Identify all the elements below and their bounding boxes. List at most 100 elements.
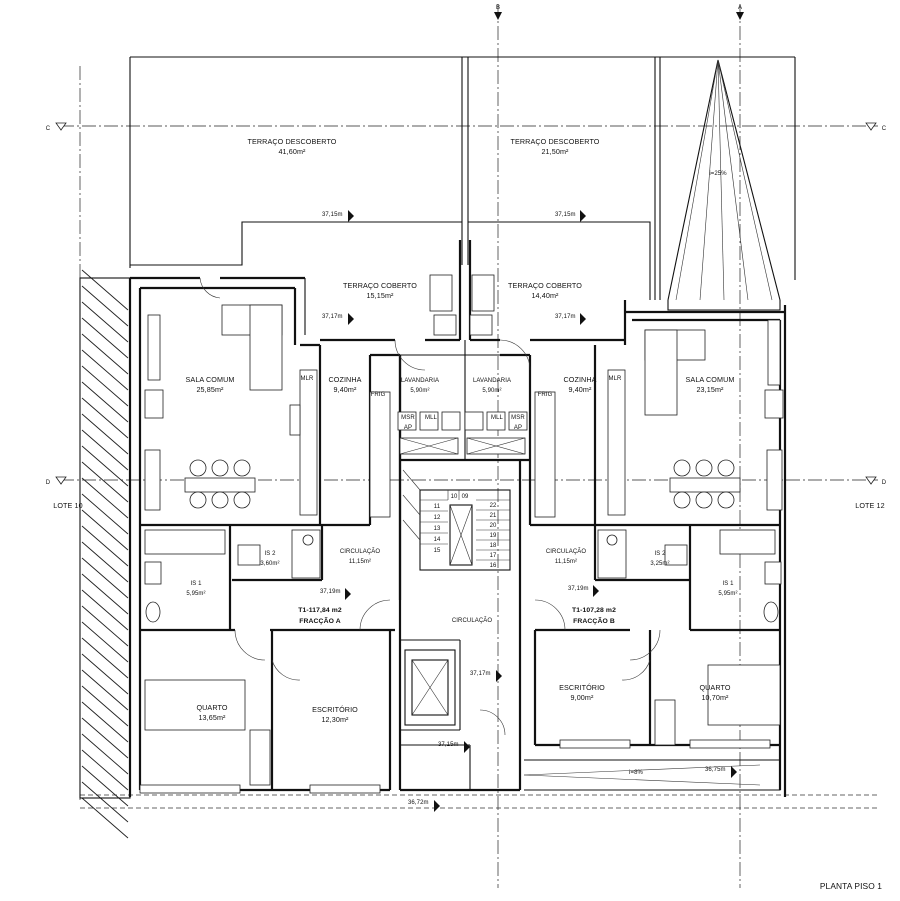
living-b-name: SALA COMUM [686,375,735,384]
kitchen-a-area: 9,40m² [334,385,357,394]
stair-step-number: 22 [490,503,497,509]
hatch-line [81,605,129,647]
hatch-line [81,493,129,535]
terrace-covered-a-name: TERRAÇO COBERTO [343,281,417,290]
stair-step-number: 18 [490,543,497,549]
level-2: 37,15m [555,212,576,218]
stair-step-number: 11 [434,504,441,510]
living-a-area: 25,85m² [196,385,224,394]
axis-label-a: A [738,5,742,11]
neighbour-hatch [81,269,129,839]
hatch-line [81,333,129,375]
hatch-line [81,477,129,519]
hatch-line [81,445,129,487]
lot-10-label: LOTE 10 [53,501,82,510]
room-labels: TERRAÇO DESCOBERTO 41,60m² TERRAÇO DESCO… [186,137,738,724]
bath2-a-area: 3,60m² [260,561,279,567]
hatch-line [81,525,129,567]
circulation-a-name: CIRCULAÇÃO [340,548,381,555]
bath1-b-name: IS 1 [722,581,734,587]
hatch-line [81,397,129,439]
hatch-line [81,365,129,407]
living-b-area: 23,15m² [696,385,724,394]
roof-slope-label: i=25% [709,171,727,177]
circulation-a-area: 11,15m² [349,559,371,565]
hatch-line [81,285,129,327]
stair-step-number: 21 [490,513,497,519]
level-7: 37,17m [470,671,491,677]
furniture-b [464,274,784,749]
stair-step-number: 13 [434,526,441,532]
bath1-a-area: 5,95m² [186,591,205,597]
hatch-line [81,797,129,839]
stair-step-number: 09 [462,494,469,500]
circulation-core-name: CIRCULAÇÃO [452,617,493,624]
terrace-open-a-area: 41,60m² [278,147,306,156]
access-ramp [523,759,781,791]
level-markers: 37,15m 37,15m 37,17m 37,17m 37,19m 37,19… [320,210,737,812]
hatch-line [81,653,129,695]
hatch-line [81,765,129,807]
kitchen-a-name: COZINHA [328,375,361,384]
hatch-line [81,429,129,471]
bath2-a-name: IS 2 [264,551,276,557]
terrace-covered-a-area: 15,15m² [366,291,394,300]
stair-step-number: 19 [490,533,497,539]
appliance-msr-a: MSR [401,415,415,421]
appliance-mll-b: MLL [491,415,504,421]
kitchen-b-area: 9,40m² [569,385,592,394]
hatch-line [81,557,129,599]
terrace-open-b-name: TERRAÇO DESCOBERTO [511,137,600,146]
hatch-line [81,413,129,455]
laundry-b-area: 5,90m² [482,388,501,394]
level-4: 37,17m [555,314,576,320]
lot-12-label: LOTE 12 [855,501,884,510]
stair-step-number: 16 [490,563,497,569]
axis-label-d-left: D [46,480,51,486]
exterior-walls [128,240,787,797]
terrace-covered-b-area: 14,40m² [531,291,559,300]
hatch-line [81,301,129,343]
hatch-line [81,509,129,551]
axis-label-d-right: D [882,480,887,486]
bath2-b-area: 3,25m² [650,561,669,567]
hatch-line [81,589,129,631]
level-9: 36,72m [408,800,429,806]
laundry-a-name: LAVANDARIA [401,378,439,384]
hatch-line [81,541,129,583]
terrace-open-a-name: TERRAÇO DESCOBERTO [248,137,337,146]
laundry-a-area: 5,90m² [410,388,429,394]
hatch-line [81,349,129,391]
level-3: 37,17m [322,314,343,320]
bedroom-a-name: QUARTO [196,703,227,712]
hatch-line [81,701,129,743]
stair-tread [402,469,421,491]
stair-step-number: 20 [490,523,497,529]
bedroom-a-area: 13,65m² [198,713,226,722]
plot-boundary [80,56,880,809]
door-swings [199,277,661,736]
hatch-line [81,621,129,663]
level-1: 37,15m [322,212,343,218]
elevator [404,649,456,726]
neighbour-boundary [79,277,131,799]
bath1-b-area: 5,95m² [718,591,737,597]
bath2-b-name: IS 2 [654,551,666,557]
office-b-area: 9,00m² [571,693,594,702]
office-a-area: 12,30m² [321,715,349,724]
circulation-b-name: CIRCULAÇÃO [546,548,587,555]
sloped-roof [667,59,781,311]
stair-step-number: 12 [434,515,441,521]
appliance-mlr-b: MLR [609,376,623,382]
level-5: 37,19m [320,589,341,595]
appliance-msr-b: MSR [511,415,525,421]
level-6: 37,19m [568,586,589,592]
living-a-name: SALA COMUM [186,375,235,384]
stair-tread [402,494,421,516]
hatch-line [81,269,129,311]
bath1-a-name: IS 1 [190,581,202,587]
level-8: 37,15m [438,742,459,748]
hatch-line [81,317,129,359]
